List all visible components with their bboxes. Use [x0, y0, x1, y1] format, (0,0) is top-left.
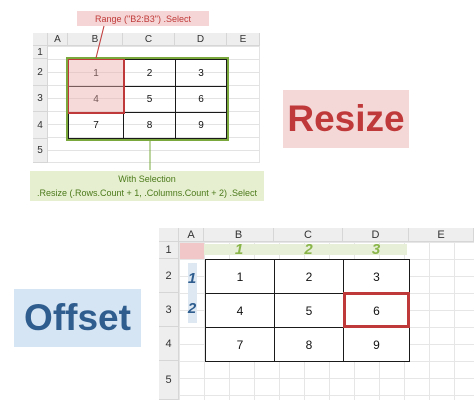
- cell-d4[interactable]: 9: [343, 327, 410, 362]
- row-header-4[interactable]: 4: [159, 327, 179, 361]
- offset-target-selection: [343, 292, 410, 328]
- cell-b4[interactable]: 7: [205, 327, 275, 362]
- bottom-spreadsheet: A B C D E 1 2 3 4 5 1 2 3 1 2 1 2 3 4 5 …: [159, 228, 474, 400]
- col-offset-1: 1: [234, 241, 244, 258]
- row-header-5[interactable]: 5: [33, 139, 48, 163]
- cell-c4[interactable]: 8: [274, 327, 344, 362]
- cell-c3[interactable]: 5: [274, 293, 344, 328]
- cell-c2[interactable]: 2: [274, 259, 344, 294]
- cell-a1-highlight: [180, 243, 204, 259]
- resize-title: Resize: [283, 90, 409, 148]
- row-header-4[interactable]: 4: [33, 112, 48, 139]
- cell-d2[interactable]: 3: [343, 259, 410, 294]
- resize-code-line2: .Resize (.Rows.Count + 1, .Columns.Count…: [36, 188, 258, 198]
- col-header-c[interactable]: C: [274, 228, 343, 242]
- range-b2-b3-selection: [67, 58, 125, 114]
- column-offset-band: [204, 244, 407, 255]
- cell-b2[interactable]: 1: [205, 259, 275, 294]
- range-callout-pointer: [95, 25, 105, 59]
- resized-selection: [66, 57, 229, 141]
- cell-d4[interactable]: 9: [175, 112, 227, 139]
- select-all-corner[interactable]: [159, 228, 179, 242]
- row-header-1[interactable]: 1: [159, 242, 179, 259]
- select-all-corner[interactable]: [33, 33, 48, 46]
- col-header-d[interactable]: D: [343, 228, 409, 242]
- col-offset-2: 2: [304, 241, 313, 258]
- row-header-2[interactable]: 2: [33, 59, 48, 86]
- top-spreadsheet: A B C D E 1 2 3 4 5 1 2 3 4 5 6 7 8 9: [33, 33, 260, 163]
- row-offset-2: 2: [187, 299, 197, 317]
- col-header-a[interactable]: A: [48, 33, 68, 46]
- grid-area: [48, 46, 260, 163]
- row-header-3[interactable]: 3: [33, 86, 48, 112]
- resize-code-line1: With Selection: [118, 174, 176, 184]
- row-header-5[interactable]: 5: [159, 361, 179, 400]
- resize-code-callout: With Selection .Resize (.Rows.Count + 1,…: [30, 171, 264, 201]
- row-header-2[interactable]: 2: [159, 259, 179, 293]
- offset-title: Offset: [14, 289, 141, 347]
- col-header-b[interactable]: B: [204, 228, 274, 242]
- row-header-1[interactable]: 1: [33, 46, 48, 59]
- row-offset-1: 1: [187, 269, 197, 287]
- col-header-a[interactable]: A: [179, 228, 204, 242]
- row-offset-band: [188, 263, 197, 323]
- col-header-b[interactable]: B: [68, 33, 123, 46]
- col-header-d[interactable]: D: [175, 33, 227, 46]
- row-header-3[interactable]: 3: [159, 293, 179, 327]
- original-selection-fill: [69, 60, 123, 112]
- col-header-e[interactable]: E: [227, 33, 260, 46]
- col-header-e[interactable]: E: [409, 228, 474, 242]
- cell-b3[interactable]: 4: [205, 293, 275, 328]
- col-header-c[interactable]: C: [123, 33, 175, 46]
- range-select-callout: Range ("B2:B3") .Select: [77, 11, 209, 26]
- col-offset-3: 3: [371, 241, 381, 258]
